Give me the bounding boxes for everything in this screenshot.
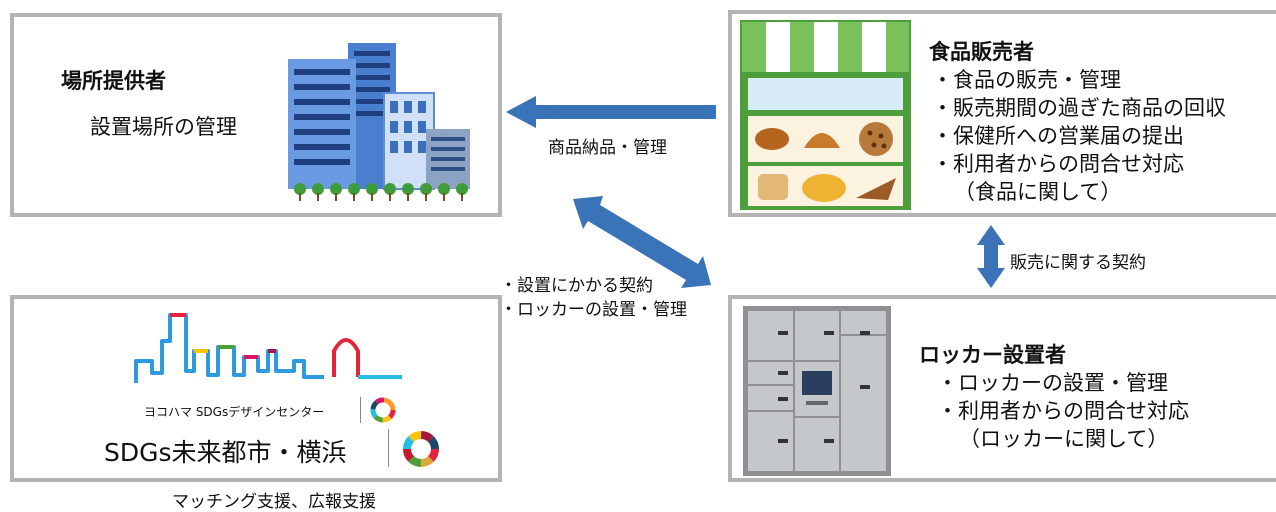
food-seller-title: 食品販売者 [929, 40, 1034, 64]
bakery-stall-icon [740, 20, 911, 210]
sdgs-wheel-icon [370, 397, 396, 423]
locker-installer-items: ・ロッカーの設置・管理 ・利用者からの問合せ対応 （ロッカーに関して） [937, 369, 1189, 453]
install-contract-label: ・設置にかかる契約 [500, 276, 653, 296]
food-seller-item: ・利用者からの問合せ対応 [932, 152, 1184, 176]
city-divider [388, 429, 389, 467]
locker-installer-title: ロッカー設置者 [919, 343, 1066, 367]
delivery-arrow [506, 96, 716, 128]
food-seller-items: ・食品の販売・管理 ・販売期間の過ぎた商品の回収 ・保健所への営業届の提出 ・利… [932, 66, 1226, 206]
delivery-label: 商品納品・管理 [548, 138, 667, 158]
yokohama-caption: マッチング支援、広報支援 [172, 492, 376, 512]
locker-installer-item: ・ロッカーの設置・管理 [937, 371, 1168, 395]
food-seller-item: ・販売期間の過ぎた商品の回収 [932, 96, 1226, 120]
locker-installer-item: （ロッカーに関して） [959, 427, 1169, 451]
food-seller-item: ・食品の販売・管理 [932, 68, 1121, 92]
place-provider-box: 場所提供者 設置場所の管理 [10, 13, 502, 217]
place-provider-title: 場所提供者 [61, 69, 166, 93]
food-seller-item: （食品に関して） [954, 180, 1122, 204]
skyline-logo-icon [134, 313, 402, 383]
place-provider-item: 設置場所の管理 [90, 115, 237, 139]
design-center-label: ヨコハマ SDGsデザインセンター [144, 405, 325, 419]
food-seller-item: ・保健所への営業届の提出 [932, 124, 1184, 148]
yokohama-sdgs-box: ヨコハマ SDGsデザインセンター SDGs未来都市・横浜 [10, 295, 502, 482]
locker-installer-item: ・利用者からの問合せ対応 [937, 399, 1189, 423]
sales-contract-arrow [977, 225, 1005, 288]
center-divider [360, 397, 361, 423]
sdgs-wheel-icon [403, 431, 439, 467]
install-contract-arrow [573, 196, 711, 288]
food-seller-box: 食品販売者 ・食品の販売・管理 ・販売期間の過ぎた商品の回収 ・保健所への営業届… [728, 10, 1276, 217]
sales-contract-label: 販売に関する契約 [1010, 253, 1146, 273]
locker-installer-box: ロッカー設置者 ・ロッカーの設置・管理 ・利用者からの問合せ対応 （ロッカーに関… [728, 295, 1276, 482]
office-buildings-icon [288, 43, 470, 201]
locker-icon [743, 306, 891, 476]
install-contract-label: ・ロッカーの設置・管理 [500, 300, 687, 320]
city-label: SDGs未来都市・横浜 [104, 438, 347, 467]
